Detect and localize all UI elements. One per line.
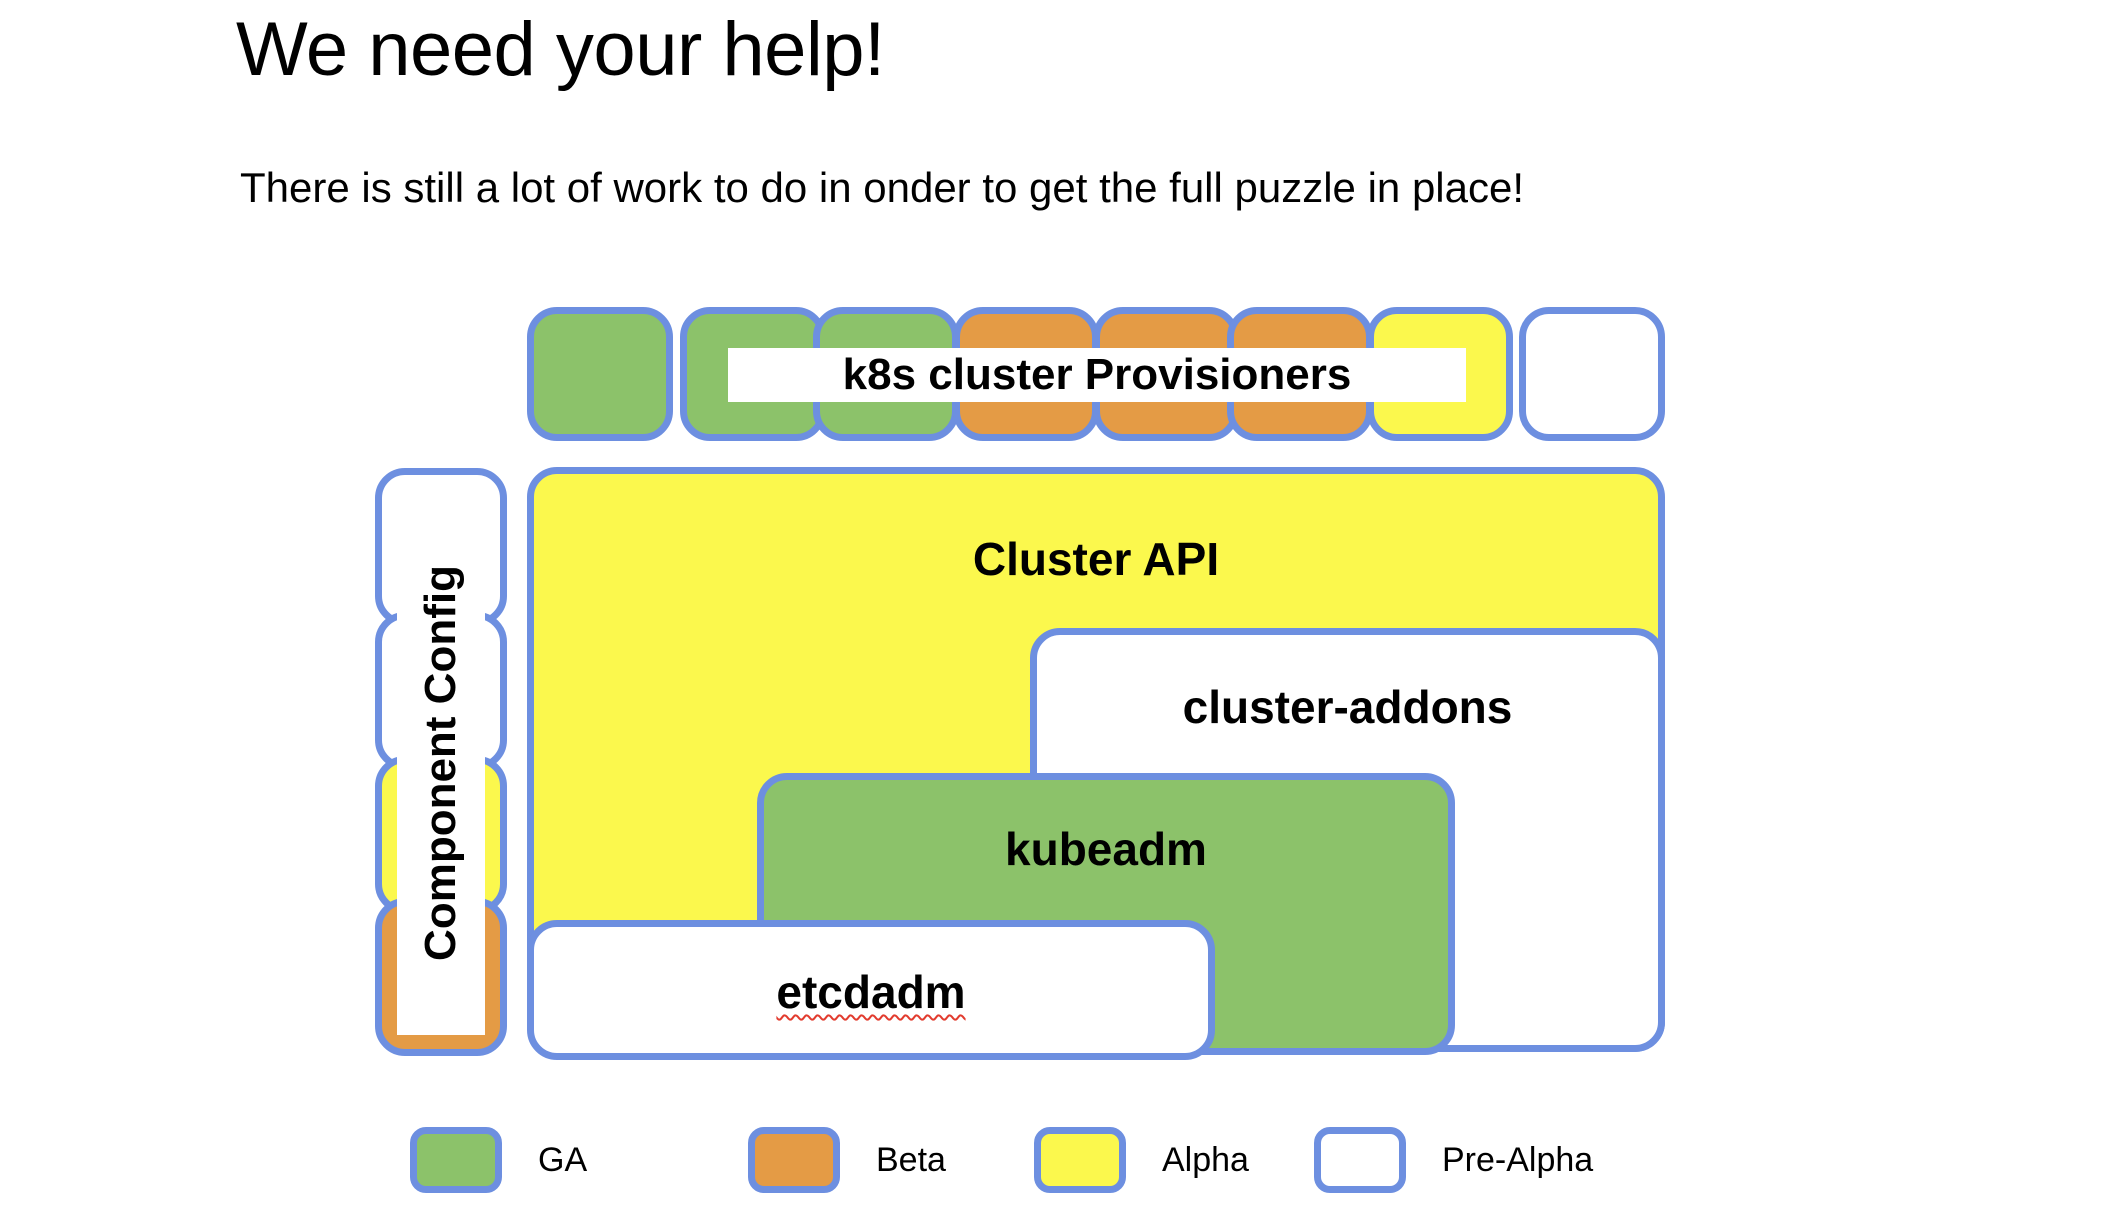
legend-item-alpha: Alpha [1034,1122,1249,1198]
provisioners-label: k8s cluster Provisioners [728,348,1466,402]
legend-label-ga: GA [538,1140,588,1179]
legend-label-beta: Beta [876,1140,946,1179]
layer-cluster-api-label: Cluster API [972,533,1220,585]
legend-item-ga: GA [410,1122,587,1198]
legend-label-alpha: Alpha [1162,1140,1249,1179]
legend: GA Beta Alpha Pre-Alpha [410,1122,1710,1202]
layer-cluster-addons-label: cluster-addons [1182,681,1513,733]
provisioner-cell-1 [527,307,673,441]
legend-swatch-beta-icon [748,1127,840,1193]
page-title: We need your help! [236,7,885,92]
component-config-label-text: Component Config [416,564,466,961]
page-subtitle: There is still a lot of work to do in on… [240,164,1525,211]
legend-item-beta: Beta [748,1122,946,1198]
legend-label-pre-alpha: Pre-Alpha [1442,1140,1594,1179]
component-config-label: Component Config [397,490,485,1035]
layer-etcdadm: etcdadm [527,920,1215,1060]
legend-item-pre-alpha: Pre-Alpha [1314,1122,1593,1198]
legend-swatch-alpha-icon [1034,1127,1126,1193]
layer-etcdadm-label: etcdadm [776,966,966,1018]
legend-swatch-pre-alpha-icon [1314,1127,1406,1193]
layer-kubeadm-label: kubeadm [1005,823,1207,875]
legend-swatch-ga-icon [410,1127,502,1193]
provisioner-cell-8 [1519,307,1665,441]
